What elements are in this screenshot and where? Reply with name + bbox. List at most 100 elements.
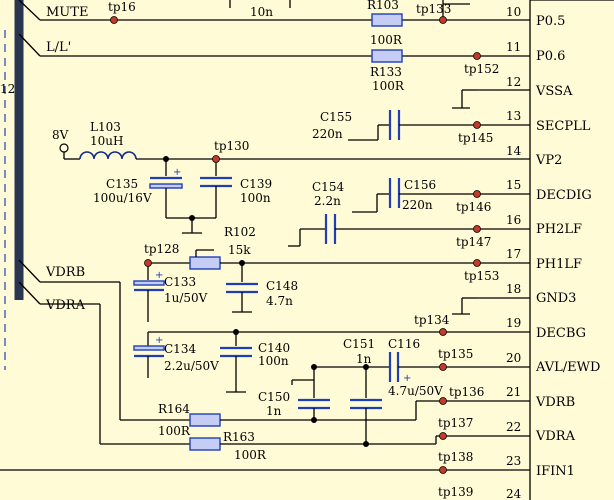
test-point-tp128[interactable] xyxy=(144,259,152,267)
l103-ref: L103 xyxy=(90,120,121,134)
test-point-tp138[interactable] xyxy=(439,466,447,474)
resistor-r133 xyxy=(371,49,403,63)
pin-name-ph1lf: PH1LF xyxy=(536,257,582,272)
tp128-label: tp128 xyxy=(144,242,179,256)
pin-num-12: 12 xyxy=(506,75,521,89)
supply-label-8v: 8V xyxy=(52,128,69,142)
test-point-tp137[interactable] xyxy=(439,432,447,440)
c133-polarity: + xyxy=(155,270,163,281)
net-decdig: C156 220n C154 2.2n xyxy=(312,178,477,213)
test-point-tp130[interactable] xyxy=(212,155,220,163)
r133-ref: R133 xyxy=(370,65,402,79)
test-point-tp16[interactable] xyxy=(110,16,118,24)
pin-name-vp2: VP2 xyxy=(535,153,562,168)
r133-value-b: 100R xyxy=(372,79,405,93)
net-label-ll: L/L' xyxy=(46,40,71,55)
pin-num-20: 20 xyxy=(506,351,521,365)
test-point-tp145[interactable] xyxy=(473,121,481,129)
test-point-tp147[interactable] xyxy=(473,225,481,233)
c140-ref: C140 xyxy=(258,341,290,355)
resistor-r102 xyxy=(189,256,221,270)
c133-ref: C133 xyxy=(164,275,196,289)
c-top-value: 10n xyxy=(250,5,273,19)
test-point-tp133[interactable] xyxy=(439,16,447,24)
r163-ref: R163 xyxy=(223,430,255,444)
junction-dot xyxy=(233,329,239,335)
net-ll: 100R R133 100R xyxy=(40,33,477,93)
junction-dot xyxy=(239,260,245,266)
pin-names: P0.5 P0.6 VSSA SECPLL VP2 DECDIG PH2LF P… xyxy=(535,14,600,479)
pin-num-14: 14 xyxy=(506,144,522,158)
test-points: tp16 tp133 tp152 tp145 tp130 tp146 tp147… xyxy=(108,0,499,499)
pin-name-p0-5: P0.5 xyxy=(536,14,565,29)
junction-dot xyxy=(311,364,317,370)
pin-name-ifin1: IFIN1 xyxy=(536,464,575,479)
ic-body xyxy=(529,0,614,500)
c151-value: 1n xyxy=(356,352,372,366)
resistor-r164 xyxy=(189,413,221,427)
pin-num-15: 15 xyxy=(506,178,521,192)
junction-dot xyxy=(311,417,317,423)
test-point-tp152[interactable] xyxy=(473,52,481,60)
test-point-tp153[interactable] xyxy=(473,259,481,267)
pin-num-19: 19 xyxy=(506,316,521,330)
pin-name-decbg: DECBG xyxy=(536,326,586,341)
supply-terminal-8v xyxy=(59,143,69,153)
c156-value: 220n xyxy=(402,198,433,212)
pin-num-13: 13 xyxy=(506,109,521,123)
net-vdra-route: R163 100R xyxy=(40,303,443,462)
net-vp2: 8V L103 10uH + C135 100u/16V C139 100n xyxy=(52,120,477,234)
r133-value-a: 100R xyxy=(370,33,403,47)
l103-value: 10uH xyxy=(90,134,123,148)
tp16-label: tp16 xyxy=(108,0,136,14)
junction-dot xyxy=(363,364,369,370)
resistor-r163 xyxy=(189,437,221,451)
c116-polarity: + xyxy=(403,373,411,384)
tp136-label: tp136 xyxy=(449,385,484,399)
c135-plate xyxy=(149,183,183,189)
c134-value: 2.2u/50V xyxy=(164,359,219,373)
test-point-tp136[interactable] xyxy=(439,397,447,405)
pin-num-16: 16 xyxy=(506,213,521,227)
tp133-label: tp133 xyxy=(416,2,451,16)
r164-ref: R164 xyxy=(158,402,190,416)
pin-name-vdrb: VDRB xyxy=(535,395,575,410)
test-point-tp134[interactable] xyxy=(439,328,447,336)
c116-value: 4.7u/50V xyxy=(388,384,443,398)
r164-value: 100R xyxy=(158,424,191,438)
test-point-tp146[interactable] xyxy=(473,190,481,198)
c116-ref: C116 xyxy=(388,337,420,351)
tp139-label: tp139 xyxy=(438,485,473,499)
pin-name-secpll: SECPLL xyxy=(536,119,591,134)
tp145-label: tp145 xyxy=(458,131,493,145)
c151-ref: C151 xyxy=(343,337,375,351)
c139-ref: C139 xyxy=(240,177,272,191)
c154-value: 2.2n xyxy=(314,194,341,208)
tp153-label: tp153 xyxy=(464,269,499,283)
test-point-tp135[interactable] xyxy=(439,363,447,371)
c135-value: 100u/16V xyxy=(93,191,152,205)
c140-value: 100n xyxy=(258,354,289,368)
tp146-label: tp146 xyxy=(456,200,491,214)
junction-dot xyxy=(163,156,169,162)
pin-num-23: 23 xyxy=(506,454,521,468)
pin-stubs xyxy=(443,19,530,471)
pin-num-24: 24 xyxy=(506,487,522,500)
net-label-mute: MUTE xyxy=(46,5,88,20)
pin-name-decdig: DECDIG xyxy=(536,188,592,203)
tp135-label: tp135 xyxy=(438,347,473,361)
pin-num-10: 10 xyxy=(506,5,521,19)
pin-numbers: 10 11 12 13 14 15 16 17 18 19 20 21 22 2… xyxy=(506,5,522,500)
tp138-label: tp138 xyxy=(438,450,473,464)
net-avl-ewd: + C151 1n C116 4.7u/50V C150 1n xyxy=(258,337,443,444)
tp152-label: tp152 xyxy=(464,62,499,76)
tp134-label: tp134 xyxy=(414,313,450,327)
net-vssa xyxy=(452,89,477,109)
c155-ref: C155 xyxy=(320,110,352,124)
pin-name-avl-ewd: AVL/EWD xyxy=(535,360,600,375)
c148-value: 4.7n xyxy=(266,294,293,308)
r102-value: 15k xyxy=(228,243,251,257)
net-ph2lf xyxy=(288,214,477,247)
c134-polarity: + xyxy=(155,335,163,346)
